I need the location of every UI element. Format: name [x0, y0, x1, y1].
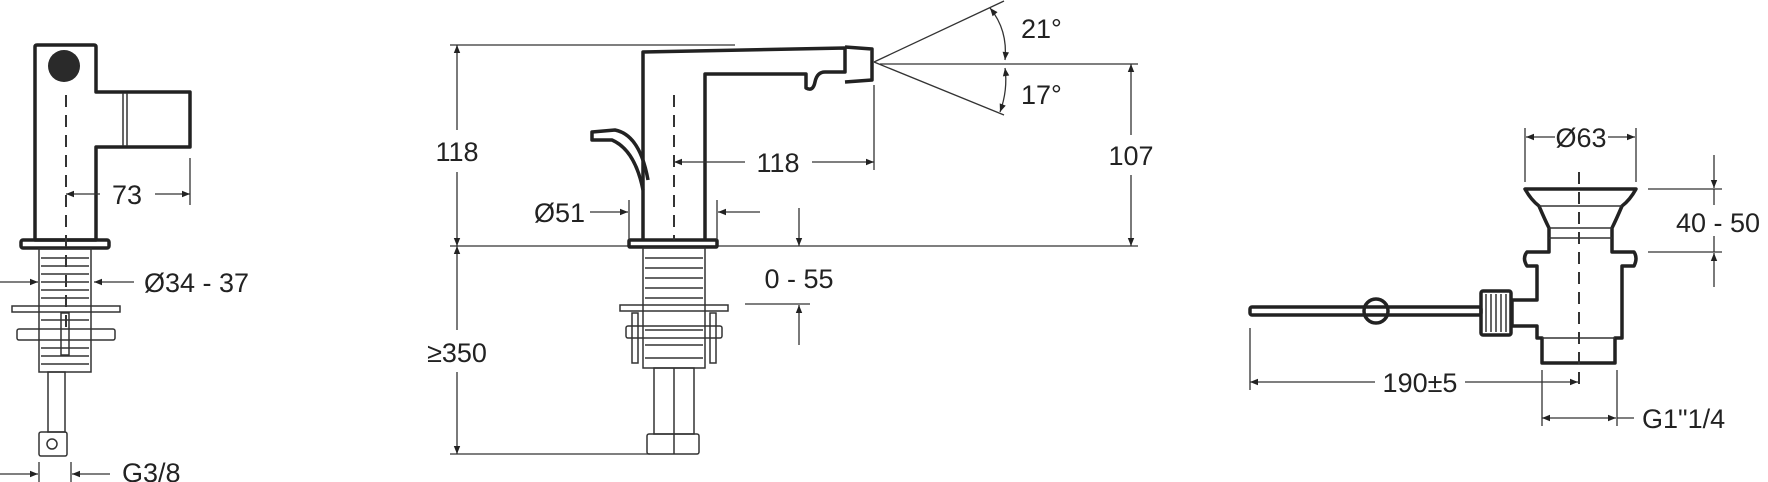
dim-rod-length: 190±5 — [1383, 368, 1458, 398]
threaded-shank-front — [642, 247, 706, 369]
dim-height-range: 40 - 50 — [1676, 208, 1760, 238]
threaded-shank — [38, 248, 92, 373]
dim-thread: G1"1/4 — [1642, 404, 1725, 434]
fixing-nut — [16, 328, 116, 341]
waste-view: Ø63 40 - 50 190±5 G1"1/4 — [1248, 123, 1760, 434]
front-view: 118 ≥350 118 Ø51 — [427, 0, 1154, 455]
mixer-body-front — [641, 46, 847, 240]
mixer-body-side — [33, 43, 192, 242]
side-view: 73 Ø34 - 37 G3/8 — [0, 43, 249, 482]
dim-deck-thickness: 0 - 55 — [764, 264, 833, 294]
dim-below-deck: ≥350 — [427, 338, 487, 368]
dim-spout-projection: 73 — [112, 180, 142, 210]
angle-up: 21° — [1021, 14, 1062, 44]
dim-base-diameter: Ø51 — [534, 198, 585, 228]
rod-ball-joint — [1362, 297, 1390, 325]
dim-flange-diameter: Ø63 — [1555, 123, 1606, 153]
waste-body — [1510, 187, 1638, 365]
dim-hole-diameter: Ø34 - 37 — [144, 268, 249, 298]
spout-nozzle — [844, 45, 874, 84]
dim-outlet-height: 107 — [1108, 141, 1153, 171]
base-flange-front — [627, 238, 719, 249]
lever-handle — [590, 128, 650, 191]
dim-connection: G3/8 — [122, 458, 181, 482]
connector-nut — [38, 431, 68, 457]
handle-knob-icon — [48, 50, 80, 82]
dim-spout-reach: 118 — [756, 148, 799, 178]
supply-pipe — [47, 371, 66, 433]
angle-down: 17° — [1021, 80, 1062, 110]
dim-height-total: 118 — [435, 137, 478, 167]
